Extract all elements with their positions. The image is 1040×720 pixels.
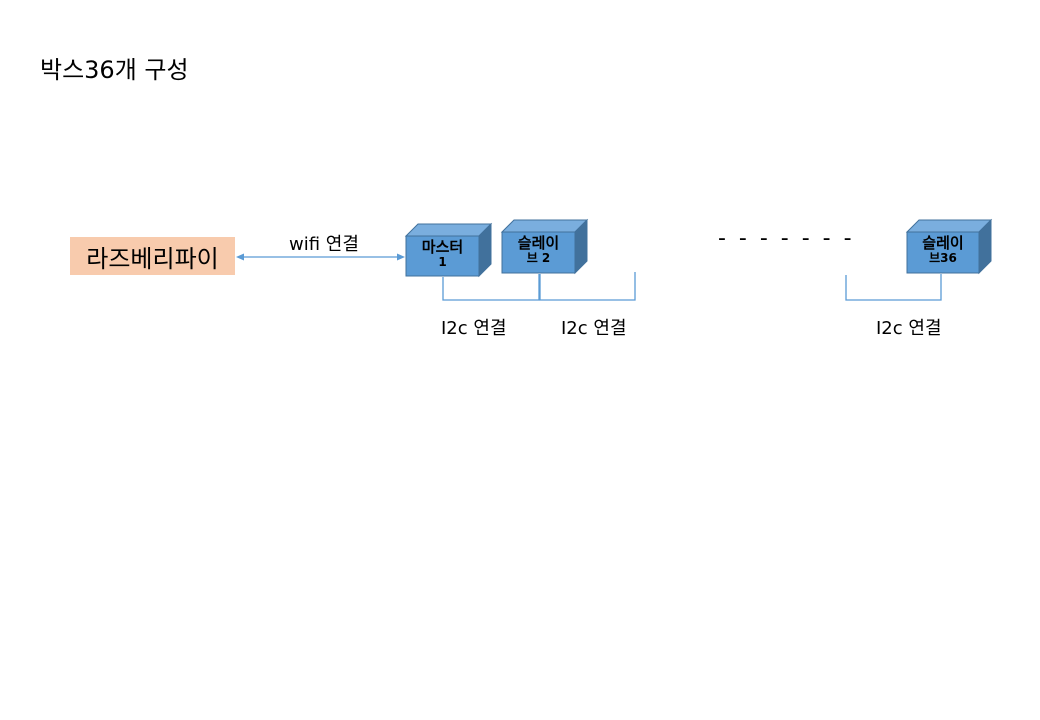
slave-36-box-label: 슬레이 브36 <box>907 234 979 266</box>
slave-2-box-label-line1: 슬레이 <box>517 234 560 252</box>
slave-2-box-shape <box>500 218 589 275</box>
i2c-bracket-2 <box>539 272 636 301</box>
i2c-bracket-1 <box>442 274 540 301</box>
ellipsis-dashes: - - - - - - - <box>718 226 855 251</box>
page-title: 박스36개 구성 <box>40 56 189 84</box>
i2c-label-3: I2c 연결 <box>876 318 942 339</box>
slave-36-box-shape <box>905 218 993 275</box>
wifi-connection-label: wifi 연결 <box>289 234 359 255</box>
master-box-label: 마스터 1 <box>406 238 479 270</box>
master-box-shape <box>404 222 493 278</box>
slave-36-box-label-line2: 브36 <box>929 251 957 266</box>
wifi-arrow-right-icon <box>397 253 405 261</box>
slave-2-box-label: 슬레이 브 2 <box>502 234 575 266</box>
slave-36-box-label-line1: 슬레이 <box>922 234 964 252</box>
i2c-bracket-3 <box>845 274 942 301</box>
master-box-label-line2: 1 <box>438 255 447 270</box>
master-box-label-line1: 마스터 <box>421 238 464 256</box>
i2c-label-2: I2c 연결 <box>561 318 627 339</box>
i2c-label-1: I2c 연결 <box>441 318 507 339</box>
raspberry-pi-box: 라즈베리파이 <box>70 237 235 275</box>
slave-2-box-label-line2: 브 2 <box>526 251 551 266</box>
wifi-arrow-left-icon <box>236 253 244 261</box>
